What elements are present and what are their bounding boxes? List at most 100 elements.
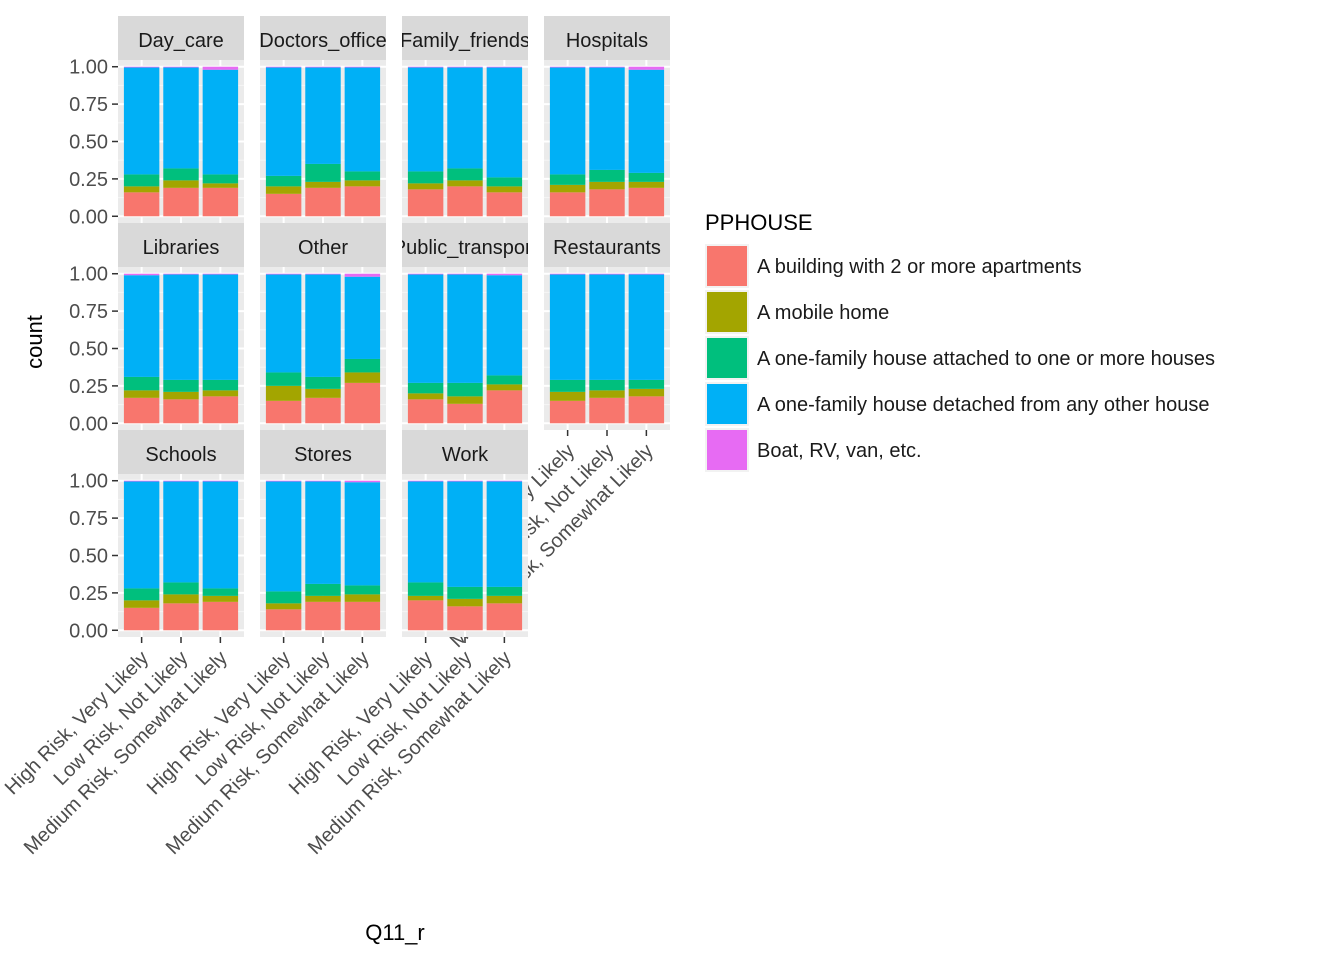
bar-segment bbox=[589, 397, 625, 424]
bar-segment bbox=[163, 481, 199, 583]
facet-strip-label: Public_transport bbox=[393, 237, 538, 259]
bar-segment bbox=[123, 192, 160, 217]
bar-segment bbox=[628, 69, 665, 173]
bar-segment bbox=[202, 595, 239, 602]
bar-segment bbox=[589, 189, 625, 217]
bar-segment bbox=[123, 67, 160, 175]
legend: A building with 2 or more apartments A mo… bbox=[705, 244, 1215, 472]
bar-segment bbox=[549, 184, 586, 193]
bar-segment bbox=[589, 181, 625, 190]
bar-segment bbox=[123, 600, 160, 608]
facet-panel: Other bbox=[260, 223, 386, 430]
y-tick-label: 1.00 bbox=[69, 471, 108, 493]
facet-strip-label: Stores bbox=[294, 444, 352, 466]
bar-segment bbox=[123, 66, 160, 68]
bar-segment bbox=[344, 186, 381, 217]
facet-strip bbox=[118, 223, 244, 267]
facet-strip bbox=[544, 223, 670, 267]
bar-segment bbox=[265, 480, 302, 482]
bar-segment bbox=[589, 169, 625, 182]
bar-segment bbox=[407, 67, 444, 172]
bar-segment bbox=[447, 67, 483, 169]
y-tick-label: 0.00 bbox=[69, 206, 108, 228]
bar-segment bbox=[589, 66, 625, 68]
y-tick-label: 0.75 bbox=[69, 301, 108, 323]
bar-segment bbox=[202, 588, 239, 596]
bar-segment bbox=[123, 397, 160, 424]
bar-segment bbox=[589, 390, 625, 398]
bar-segment bbox=[447, 598, 483, 607]
legend-swatch bbox=[707, 384, 747, 424]
bar-segment bbox=[305, 181, 341, 188]
bar-segment bbox=[486, 480, 523, 482]
legend-label: A mobile home bbox=[757, 302, 889, 324]
y-tick-label: 0.75 bbox=[69, 94, 108, 116]
bar-segment bbox=[407, 382, 444, 394]
bar-segment bbox=[344, 372, 381, 383]
bar-segment bbox=[407, 399, 444, 424]
bar-segment bbox=[407, 481, 444, 583]
legend-label: A one-family house attached to one or mo… bbox=[757, 348, 1215, 370]
bar-segment bbox=[123, 481, 160, 589]
bar-segment bbox=[407, 393, 444, 400]
bar-segment bbox=[163, 187, 199, 217]
bar-segment bbox=[589, 379, 625, 391]
bar-segment bbox=[486, 595, 523, 604]
bar-segment bbox=[447, 403, 483, 424]
bar-segment bbox=[202, 183, 239, 188]
bar-segment bbox=[447, 396, 483, 404]
facet-strip-label: Family_friends bbox=[400, 30, 530, 52]
bar-segment bbox=[265, 372, 302, 386]
bar-segment bbox=[549, 379, 586, 392]
y-tick-label: 0.25 bbox=[69, 169, 108, 191]
bar-segment bbox=[344, 482, 381, 586]
bar-segment bbox=[305, 388, 341, 398]
bar-segment bbox=[305, 163, 341, 182]
bar-segment bbox=[123, 174, 160, 187]
bar-segment bbox=[486, 384, 523, 391]
bar-segment bbox=[344, 67, 381, 172]
legend-label: A building with 2 or more apartments bbox=[757, 256, 1082, 278]
legend-title: PPHOUSE bbox=[705, 210, 813, 235]
bar-segment bbox=[305, 376, 341, 389]
bar-segment bbox=[305, 595, 341, 602]
bar-segment bbox=[344, 594, 381, 602]
y-tick-label: 0.50 bbox=[69, 132, 108, 154]
bar-segment bbox=[265, 603, 302, 610]
bar-segment bbox=[407, 189, 444, 217]
bar-segment bbox=[305, 274, 341, 377]
bar-segment bbox=[486, 192, 523, 217]
bar-segment bbox=[447, 606, 483, 631]
bar-segment bbox=[265, 66, 302, 68]
facet-strip-label: Work bbox=[442, 444, 489, 466]
bar-segment bbox=[265, 273, 302, 275]
x-axis-title: Q11_r bbox=[365, 920, 425, 945]
bar-segment bbox=[589, 273, 625, 275]
y-tick-label: 0.75 bbox=[69, 508, 108, 530]
bar-segment bbox=[265, 385, 302, 401]
bar-segment bbox=[265, 481, 302, 592]
bar-segment bbox=[447, 480, 483, 482]
bar-segment bbox=[344, 66, 381, 68]
bar-segment bbox=[549, 400, 586, 424]
facet-strip-label: Day_care bbox=[138, 30, 224, 52]
bar-segment bbox=[265, 186, 302, 194]
bar-segment bbox=[486, 603, 523, 631]
facet-panel: Family_friends bbox=[400, 16, 530, 223]
bar-segment bbox=[407, 582, 444, 596]
bar-segment bbox=[202, 187, 239, 217]
bar-segment bbox=[123, 275, 160, 377]
facet-strip bbox=[402, 430, 528, 474]
facet-strip bbox=[260, 16, 386, 60]
legend-swatch bbox=[707, 246, 747, 286]
facet-strip bbox=[118, 16, 244, 60]
bar-segment bbox=[202, 396, 239, 424]
bar-segment bbox=[486, 375, 523, 385]
bar-segment bbox=[628, 388, 665, 397]
bar-segment bbox=[265, 591, 302, 604]
bar-segment bbox=[486, 273, 523, 276]
